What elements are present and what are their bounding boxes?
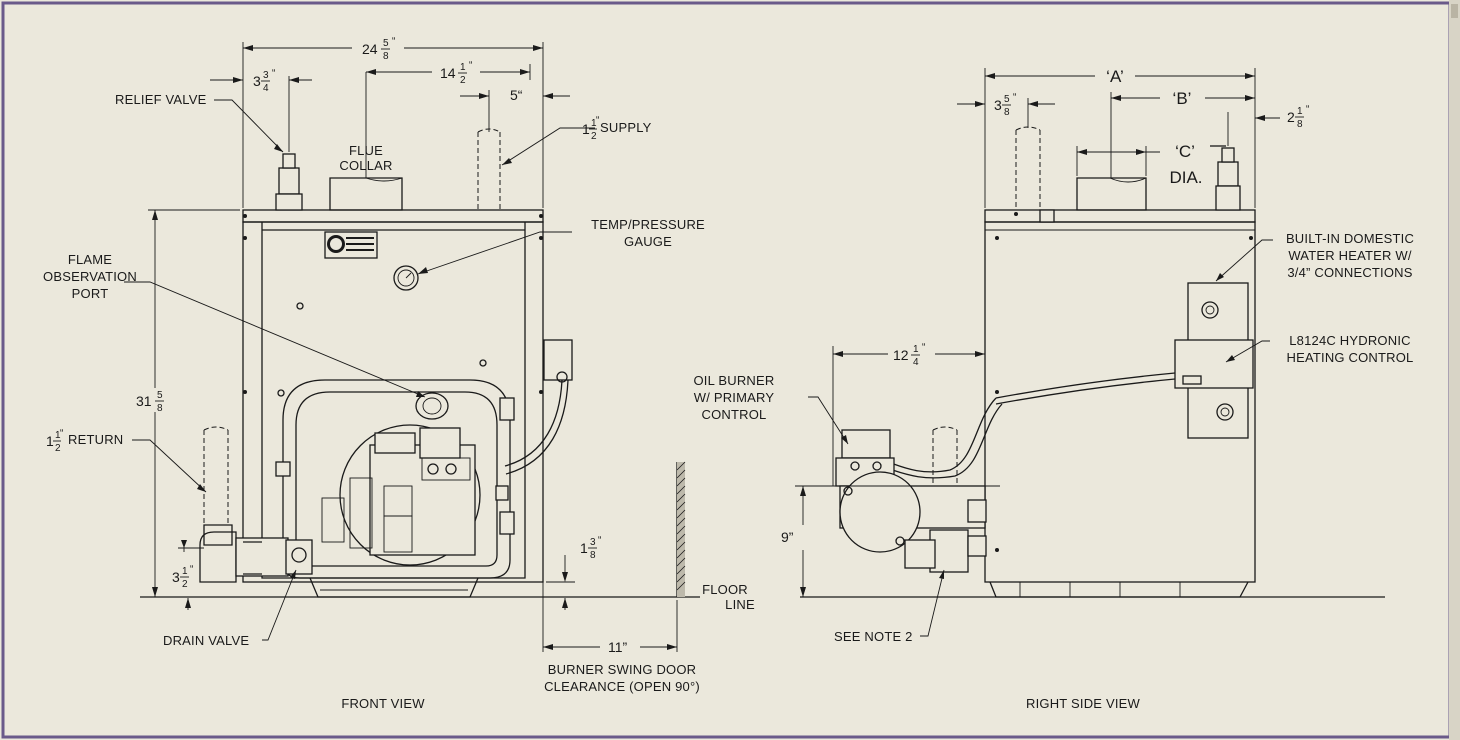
flue-collar-label-1: FLUE bbox=[349, 143, 383, 158]
svg-text:14: 14 bbox=[440, 65, 456, 81]
svg-text:8: 8 bbox=[1004, 107, 1010, 118]
brand-logo bbox=[324, 231, 378, 259]
svg-text:3: 3 bbox=[253, 73, 261, 89]
dia-label: DIA. bbox=[1169, 168, 1202, 187]
dim-supply: 1 1 2 “ bbox=[582, 115, 599, 142]
front-boiler-body bbox=[199, 128, 573, 598]
svg-text:2: 2 bbox=[460, 75, 466, 86]
dim-3-5-8: 3 5 8 “ bbox=[994, 92, 1016, 118]
dim-12-1-4: 12 1 4 “ bbox=[893, 342, 925, 368]
dim-b-label: ‘B’ bbox=[1173, 89, 1192, 108]
svg-text:“: “ bbox=[469, 60, 472, 71]
swing-label-1: BURNER SWING DOOR bbox=[548, 662, 697, 677]
svg-text:1: 1 bbox=[582, 121, 590, 137]
front-leaders bbox=[124, 99, 595, 641]
front-view-title: FRONT VIEW bbox=[341, 696, 425, 711]
svg-text:“: “ bbox=[596, 115, 599, 126]
svg-text:“: “ bbox=[922, 342, 925, 353]
svg-text:“: “ bbox=[60, 428, 63, 439]
svg-text:“: “ bbox=[272, 68, 275, 79]
svg-text:12: 12 bbox=[893, 347, 909, 363]
see-note-label: SEE NOTE 2 bbox=[834, 629, 913, 644]
floor-label-2: LINE bbox=[725, 597, 755, 612]
temp-pressure-gauge-icon bbox=[393, 265, 419, 291]
temp-gauge-label-1: TEMP/PRESSURE bbox=[591, 217, 705, 232]
svg-text:“: “ bbox=[1306, 104, 1309, 115]
svg-text:8: 8 bbox=[383, 51, 389, 62]
dim-11: 11” bbox=[608, 639, 628, 655]
dim-2-1-8: 2 1 8 “ bbox=[1287, 104, 1309, 130]
dim-9: 9” bbox=[781, 529, 794, 545]
svg-text:“: “ bbox=[1013, 92, 1016, 103]
svg-text:1: 1 bbox=[591, 118, 597, 129]
svg-text:5: 5 bbox=[1004, 94, 1010, 105]
water-heater-label-1: BUILT-IN DOMESTIC bbox=[1286, 231, 1414, 246]
svg-text:3: 3 bbox=[263, 70, 269, 81]
dim-5: 5“ bbox=[510, 87, 523, 103]
svg-text:1: 1 bbox=[46, 433, 54, 449]
svg-text:3: 3 bbox=[590, 537, 596, 548]
floor-label-1: FLOOR bbox=[702, 582, 748, 597]
svg-text:8: 8 bbox=[590, 550, 596, 561]
svg-text:1: 1 bbox=[1297, 106, 1303, 117]
svg-text:4: 4 bbox=[913, 357, 919, 368]
side-leaders bbox=[808, 239, 1273, 637]
dim-3-1-2: 3 1 2 “ bbox=[172, 564, 193, 590]
dim-3-3-4: 3 3 4 “ bbox=[253, 68, 275, 94]
svg-text:8: 8 bbox=[157, 403, 163, 414]
swing-label-2: CLEARANCE (OPEN 90°) bbox=[544, 679, 700, 694]
flame-port-label-3: PORT bbox=[72, 286, 109, 301]
svg-text:3: 3 bbox=[994, 97, 1002, 113]
svg-text:1: 1 bbox=[182, 566, 188, 577]
svg-text:5: 5 bbox=[157, 390, 163, 401]
svg-text:2: 2 bbox=[182, 579, 188, 590]
dim-width: 24 5 8 “ bbox=[362, 36, 395, 62]
svg-text:8: 8 bbox=[1297, 119, 1303, 130]
supply-label: SUPPLY bbox=[600, 120, 652, 135]
dim-14: 14 1 2 “ bbox=[440, 60, 472, 86]
svg-text:2: 2 bbox=[1287, 109, 1295, 125]
dim-height: 31 5 8 bbox=[136, 390, 164, 414]
burner-label-2: W/ PRIMARY bbox=[694, 390, 775, 405]
dim-c-label: ‘C’ bbox=[1175, 142, 1195, 161]
dim-a-label: ‘A’ bbox=[1106, 67, 1124, 86]
svg-text:24: 24 bbox=[362, 41, 378, 57]
water-heater-label-3: 3/4” CONNECTIONS bbox=[1287, 265, 1412, 280]
svg-text:3: 3 bbox=[172, 569, 180, 585]
side-view-title: RIGHT SIDE VIEW bbox=[1026, 696, 1141, 711]
svg-text:“: “ bbox=[598, 535, 601, 546]
svg-text:1: 1 bbox=[460, 62, 466, 73]
front-dimensions bbox=[148, 42, 678, 652]
flue-collar-label-2: COLLAR bbox=[339, 158, 392, 173]
svg-text:31: 31 bbox=[136, 393, 152, 409]
burner-label-1: OIL BURNER bbox=[694, 373, 775, 388]
control-label-2: HEATING CONTROL bbox=[1287, 350, 1414, 365]
svg-text:1: 1 bbox=[913, 344, 919, 355]
return-label: RETURN bbox=[68, 432, 123, 447]
svg-text:2: 2 bbox=[55, 443, 61, 454]
flame-port-label-1: FLAME bbox=[68, 252, 112, 267]
svg-text:“: “ bbox=[190, 564, 193, 575]
svg-text:2: 2 bbox=[591, 131, 597, 142]
svg-text:4: 4 bbox=[263, 83, 269, 94]
svg-text:1: 1 bbox=[580, 540, 588, 556]
side-dimensions bbox=[795, 68, 1280, 597]
water-heater-label-2: WATER HEATER W/ bbox=[1288, 248, 1412, 263]
relief-valve-label: RELIEF VALVE bbox=[115, 92, 207, 107]
side-boiler-body bbox=[835, 126, 1256, 598]
temp-gauge-label-2: GAUGE bbox=[624, 234, 672, 249]
control-label-1: L8124C HYDRONIC bbox=[1289, 333, 1411, 348]
dim-1-3-8: 1 3 8 “ bbox=[580, 535, 601, 561]
dim-return: 1 1 2 “ bbox=[46, 428, 63, 454]
wall-hatch bbox=[676, 461, 686, 597]
svg-text:“: “ bbox=[392, 36, 395, 47]
flame-port-label-2: OBSERVATION bbox=[43, 269, 137, 284]
drain-valve-label: DRAIN VALVE bbox=[163, 633, 249, 648]
svg-text:1: 1 bbox=[55, 430, 61, 441]
burner-label-3: CONTROL bbox=[702, 407, 767, 422]
svg-text:5: 5 bbox=[383, 38, 389, 49]
